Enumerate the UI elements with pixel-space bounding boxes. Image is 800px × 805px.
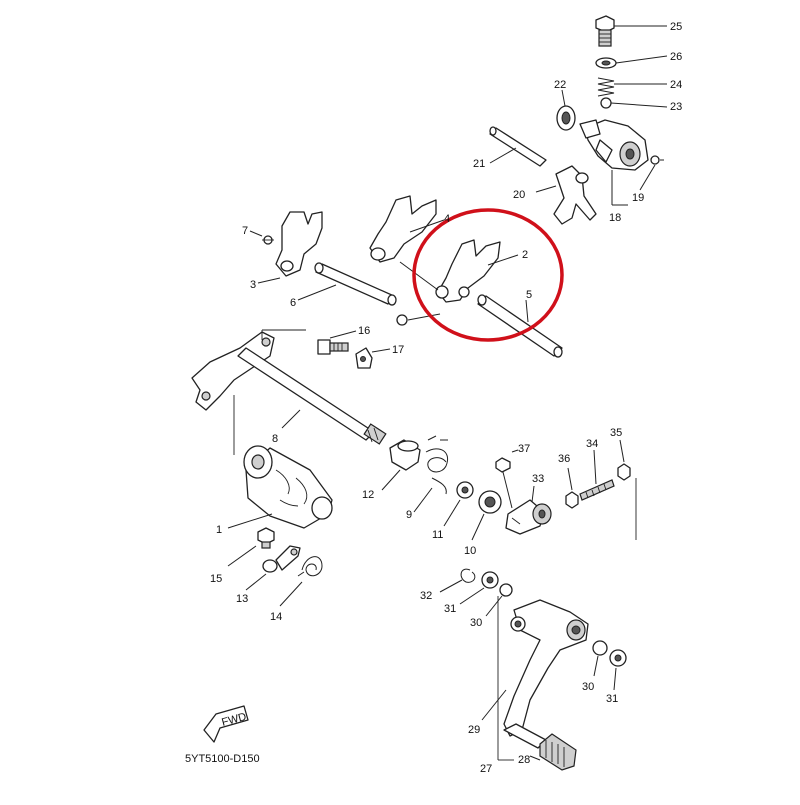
spring-14 <box>297 556 323 577</box>
bolt-25 <box>595 15 615 47</box>
oil-seal-10 <box>478 490 502 514</box>
callout-13: 13 <box>236 593 248 605</box>
callout-20: 20 <box>513 189 525 201</box>
callout-8: 8 <box>272 433 278 445</box>
washer-31-right <box>609 649 627 667</box>
callout-36: 36 <box>558 453 570 465</box>
callout-21: 21 <box>473 158 485 170</box>
seal-22 <box>556 105 576 131</box>
callout-17: 17 <box>392 344 404 356</box>
collar-12 <box>389 439 421 471</box>
callout-26: 26 <box>670 51 682 63</box>
guide-bar-5 <box>477 294 563 358</box>
plate-17 <box>355 347 373 369</box>
rod-34 <box>579 479 615 501</box>
callout-1: 1 <box>216 524 222 536</box>
shift-pedal-29 <box>503 599 589 737</box>
guide-bar-6 <box>314 262 397 306</box>
callout-22: 22 <box>554 79 566 91</box>
callout-28: 28 <box>518 754 530 766</box>
bolt-15 <box>257 527 275 549</box>
shift-shaft-assembly-18 <box>579 119 649 171</box>
nut-36 <box>565 491 579 509</box>
callout-34: 34 <box>586 438 598 450</box>
callout-14: 14 <box>270 611 282 623</box>
callout-30-right: 30 <box>582 681 594 693</box>
callout-12: 12 <box>362 489 374 501</box>
callout-23: 23 <box>670 101 682 113</box>
callout-10: 10 <box>464 545 476 557</box>
circlip-32 <box>460 568 476 583</box>
circlip <box>396 314 408 326</box>
callout-27: 27 <box>480 763 492 775</box>
callout-11: 11 <box>432 529 443 541</box>
callout-30-left: 30 <box>470 617 482 629</box>
callout-31-right: 31 <box>606 693 618 705</box>
callout-19: 19 <box>632 192 644 204</box>
callout-35: 35 <box>610 427 622 439</box>
callout-labels: 25 26 24 23 22 21 20 19 18 7 3 6 4 2 5 1… <box>210 21 682 775</box>
spring-24 <box>597 77 615 97</box>
pin-19 <box>650 155 660 165</box>
callout-2: 2 <box>522 249 528 261</box>
joint-33 <box>505 499 552 535</box>
callout-31-left: 31 <box>444 603 456 615</box>
callout-24: 24 <box>670 79 682 91</box>
nut-35 <box>617 463 631 481</box>
callout-29: 29 <box>468 724 480 736</box>
lever-13 <box>262 545 301 573</box>
callout-6: 6 <box>290 297 296 309</box>
callout-33: 33 <box>532 473 544 485</box>
diagram-code: 5YT5100-D150 <box>185 753 260 765</box>
shift-fork-3 <box>275 211 323 277</box>
shift-drum-1 <box>243 445 333 529</box>
o-ring-30-left <box>499 583 513 597</box>
callout-37: 37 <box>518 443 530 455</box>
callout-15: 15 <box>210 573 222 585</box>
callout-3: 3 <box>250 279 256 291</box>
washer-11 <box>456 481 474 499</box>
callout-9: 9 <box>406 509 412 521</box>
fwd-arrow-icon: FWD <box>203 705 249 743</box>
shift-shaft-8 <box>237 347 387 445</box>
o-ring-30-right <box>592 640 608 656</box>
rubber-28 <box>539 733 577 771</box>
callout-32: 32 <box>420 590 432 602</box>
callout-25: 25 <box>670 21 682 33</box>
shift-fork-4 <box>369 195 437 263</box>
callout-7: 7 <box>242 225 248 237</box>
callout-4: 4 <box>444 213 450 225</box>
spring-9 <box>425 435 448 495</box>
bolt-37 <box>495 457 513 509</box>
bolt-16 <box>317 339 349 355</box>
shift-fork-20 <box>553 165 597 225</box>
pin-7 <box>262 235 274 245</box>
guide-bar-21 <box>489 126 547 167</box>
shift-fork-2 <box>435 239 501 303</box>
washer-26 <box>595 57 617 69</box>
segment-plate <box>191 331 275 411</box>
highlight-circle <box>412 208 564 342</box>
callout-16: 16 <box>358 325 370 337</box>
ball-23 <box>600 97 612 109</box>
washer-31-left <box>481 571 499 589</box>
callout-18: 18 <box>609 212 621 224</box>
callout-5: 5 <box>526 289 532 301</box>
